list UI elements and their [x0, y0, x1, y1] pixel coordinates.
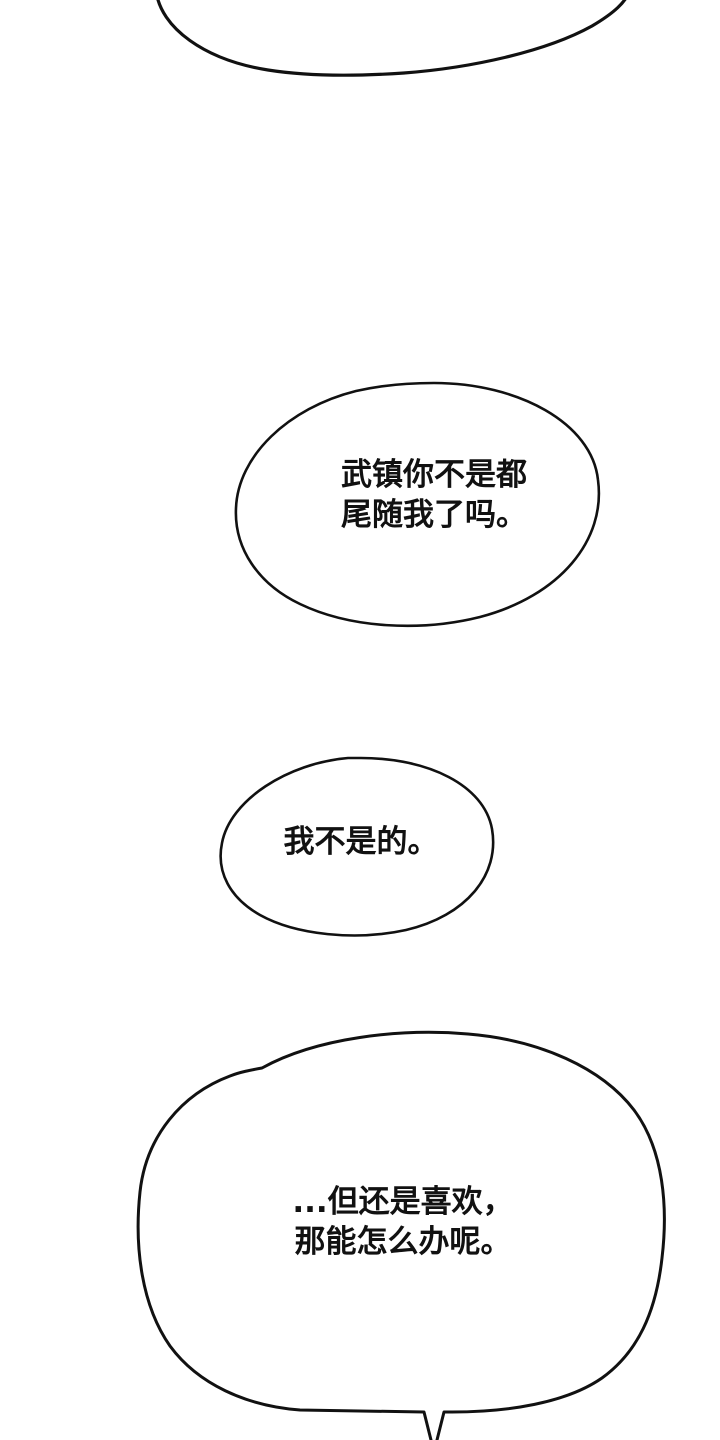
bubble-2-outline — [219, 756, 495, 937]
bubble-1-outline — [234, 381, 601, 628]
speech-bubble-partial-top — [156, 0, 627, 77]
bubble-1-text: 武镇你不是都 尾随我了吗。 — [341, 457, 527, 534]
bubble-3-text: ...但还是喜欢， 那能怎么办呢。 — [292, 1184, 514, 1261]
speech-bubble-3 — [136, 1030, 666, 1440]
bubble-3-outline — [136, 1030, 666, 1440]
bubble-2-text: 我不是的。 — [283, 824, 439, 860]
partial-bubble-outline — [156, 0, 627, 77]
speech-bubble-1 — [234, 381, 601, 628]
speech-bubble-2 — [219, 756, 495, 937]
